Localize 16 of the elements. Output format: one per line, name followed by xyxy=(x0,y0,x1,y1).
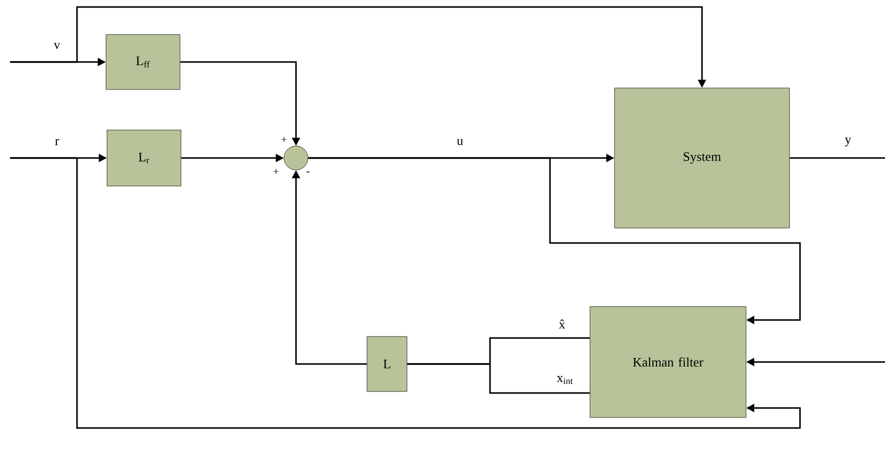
edge-label: u xyxy=(456,138,464,146)
arrow xyxy=(308,157,801,324)
edge-label: x$_{int}$ xyxy=(556,375,574,385)
arrow xyxy=(10,157,801,429)
block-box: Kalman filter xyxy=(590,306,746,418)
block-box: L$_{ff}$ xyxy=(106,34,180,90)
edge-label: r xyxy=(54,138,60,146)
block-box: L$_{r}$ xyxy=(106,130,182,186)
sign-label: + xyxy=(273,168,279,174)
block-box: L xyxy=(366,336,408,392)
sign-label: + xyxy=(281,136,287,142)
edge-label: v xyxy=(52,42,62,50)
summing-junction xyxy=(284,146,308,170)
block-box: System xyxy=(614,88,790,228)
edge-label: x̂ xyxy=(558,318,566,330)
edge-label: y xyxy=(844,136,852,148)
